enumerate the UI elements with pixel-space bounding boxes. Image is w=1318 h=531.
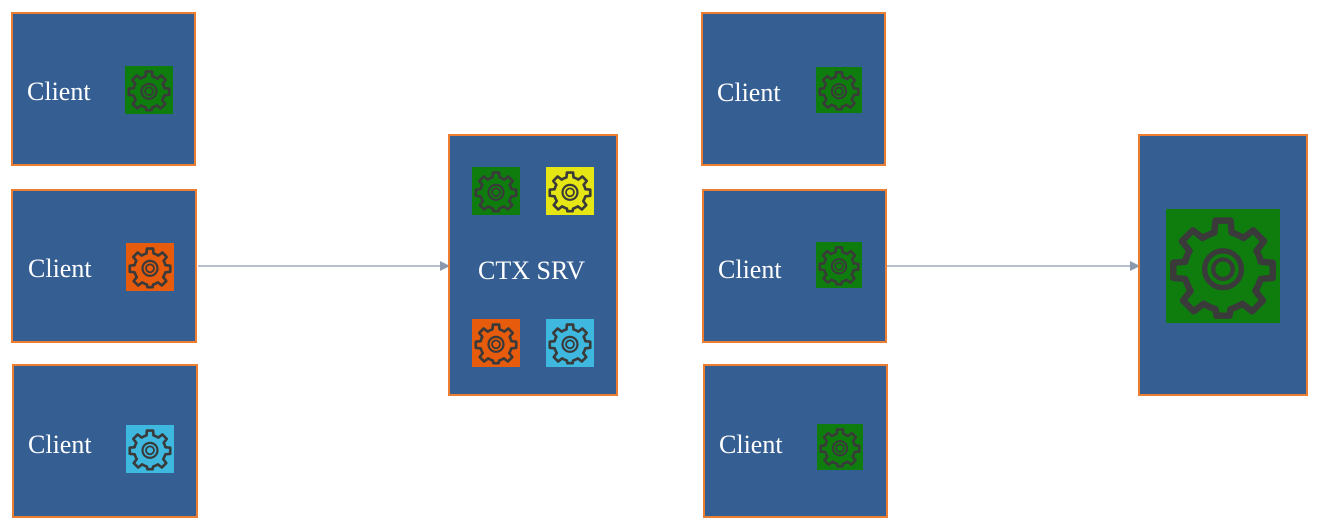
client-label: Client (27, 77, 91, 106)
gear-icon (816, 242, 862, 288)
right-client-box-3: Client (703, 364, 888, 518)
client-label: Client (719, 430, 783, 459)
left-client-box-3: Client (12, 364, 198, 518)
gear-icon (1166, 209, 1280, 323)
ctx-server-box: CTX SRV (448, 134, 618, 396)
gear-icon (126, 243, 174, 291)
client-label: Client (718, 255, 782, 284)
gear-icon (546, 319, 594, 367)
gear-icon (816, 67, 862, 113)
left-client-box-1: Client (11, 12, 196, 166)
server-label: CTX SRV (478, 256, 585, 285)
gear-icon (472, 319, 520, 367)
left-client-box-2: Client (11, 189, 197, 343)
right-client-box-1: Client (701, 12, 886, 166)
gear-icon (472, 167, 520, 215)
server-box (1138, 134, 1308, 396)
right-client-box-2: Client (702, 189, 887, 343)
client-label: Client (717, 78, 781, 107)
gear-icon (817, 424, 863, 470)
gear-icon (126, 425, 174, 473)
gear-icon (546, 167, 594, 215)
gear-icon (125, 66, 173, 114)
client-label: Client (28, 430, 92, 459)
client-label: Client (28, 254, 92, 283)
